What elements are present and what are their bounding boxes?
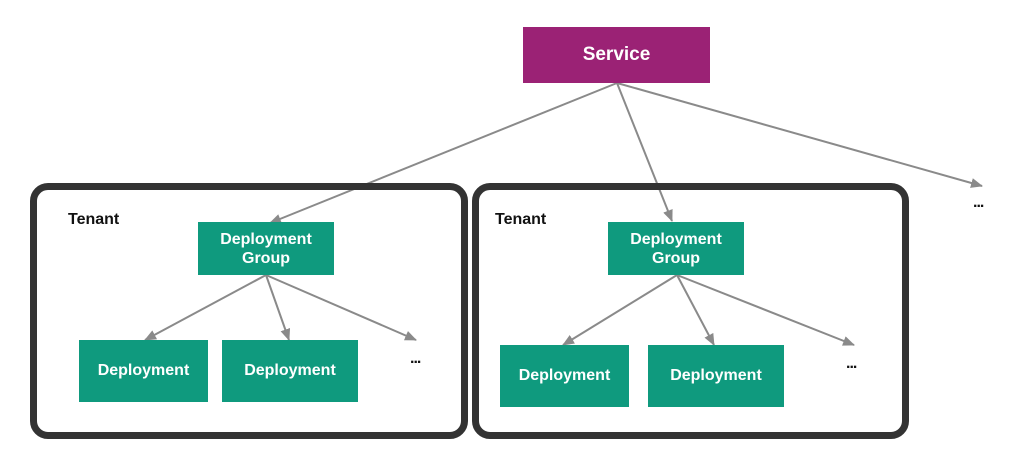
arrow-service-to-more: [616, 82, 983, 188]
deployment-group-label-line1: Deployment: [630, 230, 722, 248]
deployment-node-2-2: Deployment: [648, 345, 784, 407]
tenant-box-1: [30, 183, 468, 439]
arrow-service-to-group-2: [616, 82, 673, 222]
tenant-label-2: Tenant: [495, 211, 547, 228]
tenant-2-more-ellipsis: ...: [846, 355, 857, 372]
deployment-label: Deployment: [518, 367, 611, 384]
deployment-group-node-1: Deployment Group: [198, 222, 334, 275]
deployment-group-label-line2: Group: [652, 249, 700, 267]
service-more-ellipsis: ...: [973, 194, 984, 211]
arrow-group1-to-more: [265, 274, 417, 341]
arrow-group1-to-deployment-1: [144, 274, 267, 341]
arrow-service-to-group-1: [269, 82, 618, 224]
tenant-1-more-ellipsis: ...: [410, 350, 421, 367]
service-label: Service: [582, 44, 651, 65]
deployment-node-2-1: Deployment: [500, 345, 629, 407]
arrow-group2-to-deployment-1: [562, 274, 678, 346]
deployment-node-1-1: Deployment: [79, 340, 208, 402]
deployment-label: Deployment: [670, 367, 762, 384]
deployment-group-node-2: Deployment Group: [608, 222, 744, 275]
deployment-label: Deployment: [97, 362, 190, 379]
service-node: Service: [523, 27, 710, 83]
deployment-group-label-line2: Group: [242, 249, 290, 267]
tenant-label-1: Tenant: [68, 211, 120, 228]
deployment-group-label-line1: Deployment: [220, 230, 312, 248]
tenant-box-2: [472, 183, 909, 439]
deployment-node-1-2: Deployment: [222, 340, 358, 402]
arrow-group1-to-deployment-2: [265, 274, 291, 341]
arrow-group2-to-more: [676, 274, 855, 346]
arrow-group2-to-deployment-2: [676, 274, 715, 346]
deployment-label: Deployment: [244, 362, 336, 379]
